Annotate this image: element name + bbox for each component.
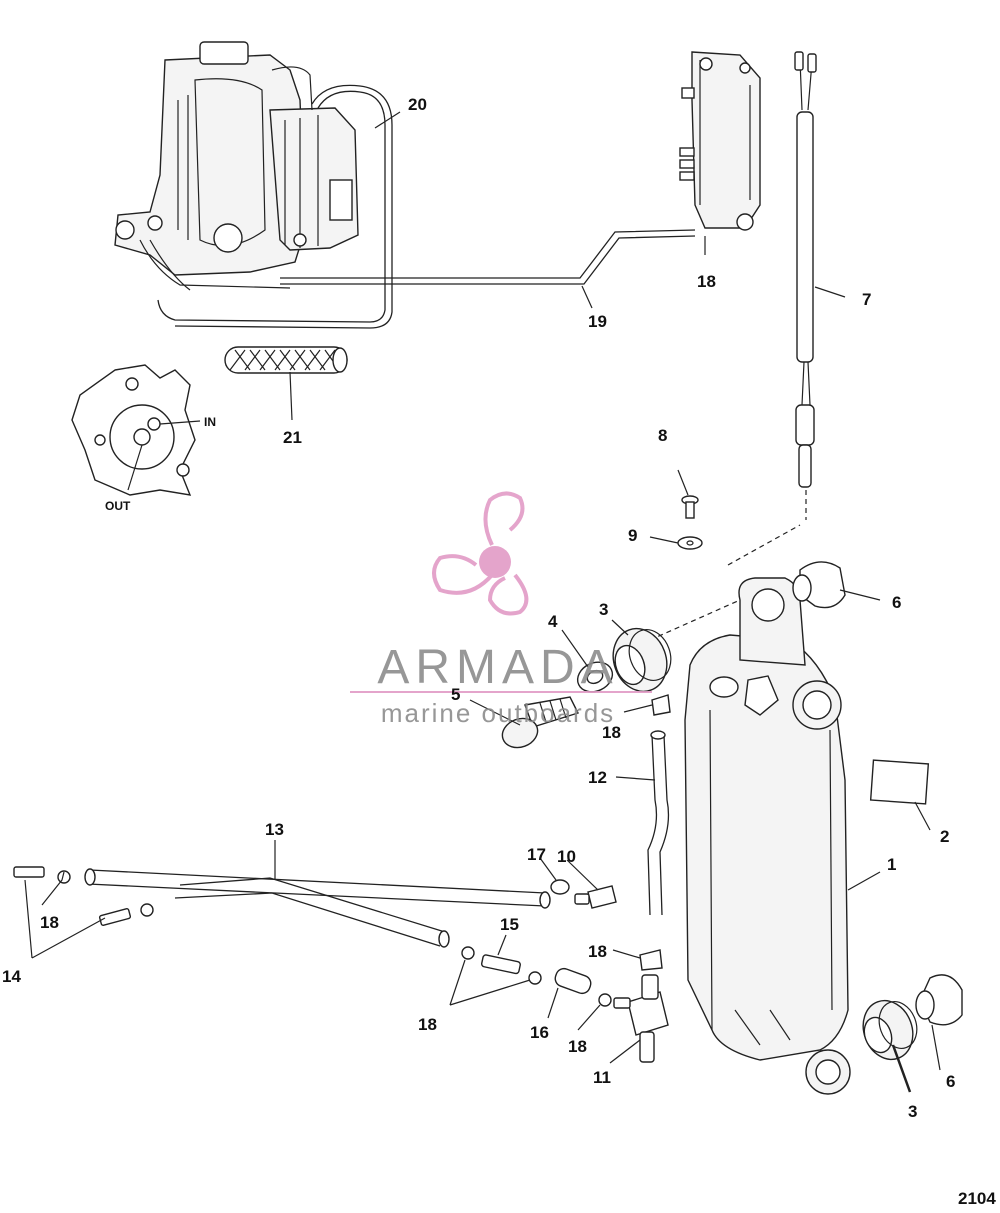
callout-18: 18 xyxy=(40,913,59,932)
callout-18: 18 xyxy=(588,942,607,961)
washer-4 xyxy=(576,661,614,693)
brand-name: ARMADA xyxy=(377,641,618,694)
sensor-wire xyxy=(794,51,817,520)
figure-number: 2104 xyxy=(958,1189,996,1208)
callout-6: 6 xyxy=(946,1072,955,1091)
callout-2: 2 xyxy=(940,827,949,846)
inlet-label: IN xyxy=(204,415,216,429)
screw-8 xyxy=(681,495,699,519)
callout-8: 8 xyxy=(658,426,667,445)
tube-16 xyxy=(554,967,592,995)
callout-3: 3 xyxy=(908,1102,917,1121)
callout-12: 12 xyxy=(588,768,607,787)
callout-18: 18 xyxy=(568,1037,587,1056)
callout-14: 14 xyxy=(2,967,21,986)
fuel-module xyxy=(679,51,761,231)
tee-fitting-11 xyxy=(613,974,669,1063)
clamp-18 xyxy=(57,694,671,1007)
bushing-6-bottom xyxy=(915,974,963,1026)
clamp-17 xyxy=(550,879,570,895)
cylinder-1 xyxy=(649,524,851,1095)
connector-15 xyxy=(481,954,521,975)
engine-block xyxy=(114,41,306,291)
callout-10: 10 xyxy=(557,847,576,866)
brand-tagline: marine outboards xyxy=(381,698,615,728)
propeller-icon xyxy=(432,491,529,616)
grommet-3-top xyxy=(612,627,672,693)
fuel-pump-assembly xyxy=(269,66,359,251)
callout-4: 4 xyxy=(548,612,558,631)
hose-13 xyxy=(84,868,551,948)
watermark-logo: ARMADA marine outboards xyxy=(350,491,652,728)
callout-19: 19 xyxy=(588,312,607,331)
callout-6: 6 xyxy=(892,593,901,612)
callout-11: 11 xyxy=(593,1068,611,1087)
callout-13: 13 xyxy=(265,820,284,839)
callout-18: 18 xyxy=(602,723,621,742)
callout-21: 21 xyxy=(283,428,302,447)
callout-15: 15 xyxy=(500,915,519,934)
outlet-label: OUT xyxy=(105,499,131,513)
hose-21 xyxy=(224,346,348,374)
callout-16: 16 xyxy=(530,1023,549,1042)
bolt-5 xyxy=(501,696,579,749)
fitting-10 xyxy=(574,885,617,909)
callout-17: 17 xyxy=(527,845,546,864)
washer-9 xyxy=(677,536,703,550)
callout-9: 9 xyxy=(628,526,637,545)
callouts: 20 19 18 7 21 8 9 6 3 4 5 18 12 2 1 13 1… xyxy=(2,95,955,1121)
bushing-6-top xyxy=(792,561,846,609)
callout-18: 18 xyxy=(418,1015,437,1034)
callout-18: 18 xyxy=(697,272,716,291)
propeller-hub xyxy=(479,546,511,578)
hose-12 xyxy=(647,734,670,916)
callout-7: 7 xyxy=(862,290,871,309)
leader-lines xyxy=(24,111,941,1093)
callout-5: 5 xyxy=(451,685,460,704)
callout-20: 20 xyxy=(408,95,427,114)
pump-face xyxy=(71,364,201,496)
decal-2 xyxy=(869,759,930,805)
callout-1: 1 xyxy=(887,855,896,874)
hose-19 xyxy=(280,229,696,279)
grommet-3-bottom xyxy=(862,999,918,1061)
fitting-14 xyxy=(13,866,132,926)
callout-3: 3 xyxy=(599,600,608,619)
hose-20 xyxy=(157,90,386,323)
